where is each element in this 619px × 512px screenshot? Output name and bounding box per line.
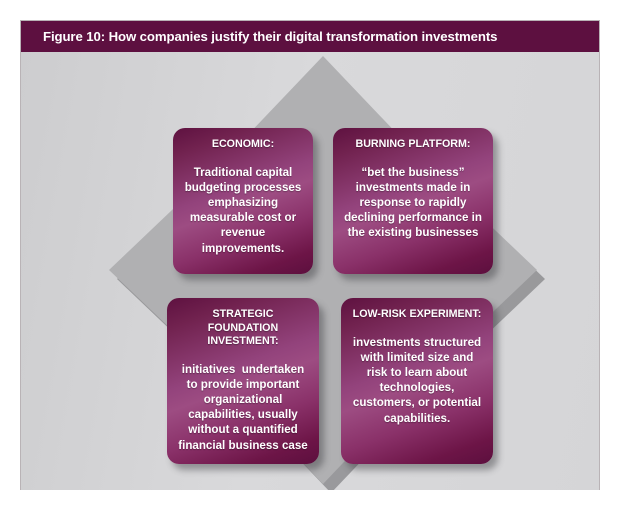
- figure-title: Figure 10: How companies justify their d…: [43, 29, 498, 44]
- quadrant-box-title: STRATEGIC FOUNDATION INVESTMENT:: [207, 308, 279, 347]
- quadrant-box-body: initiatives undertaken to provide import…: [178, 362, 308, 452]
- quadrant-box-title: ECONOMIC:: [211, 138, 275, 150]
- figure-title-bar: Figure 10: How companies justify their d…: [21, 21, 599, 52]
- quadrant-box-body: “bet the business” investments made in r…: [344, 165, 486, 240]
- four-way-arrow-icon: [21, 52, 599, 490]
- quadrant-box-strategic-foundation-investment[interactable]: STRATEGIC FOUNDATION INVESTMENT: initiat…: [167, 298, 319, 464]
- figure-container: Figure 10: How companies justify their d…: [20, 20, 600, 490]
- quadrant-box-low-risk-experiment[interactable]: LOW-RISK EXPERIMENT: investments structu…: [341, 298, 493, 464]
- quadrant-box-title: BURNING PLATFORM:: [355, 138, 471, 150]
- quadrant-box-economic[interactable]: ECONOMIC: Traditional capital budgeting …: [173, 128, 313, 274]
- quadrant-box-body: Traditional capital budgeting processes …: [184, 165, 305, 255]
- quadrant-box-burning-platform[interactable]: BURNING PLATFORM: “bet the business” inv…: [333, 128, 493, 274]
- diagram-canvas: ECONOMIC: Traditional capital budgeting …: [21, 52, 599, 490]
- quadrant-box-body: investments structured with limited size…: [352, 335, 485, 425]
- quadrant-box-title: LOW-RISK EXPERIMENT:: [352, 308, 482, 320]
